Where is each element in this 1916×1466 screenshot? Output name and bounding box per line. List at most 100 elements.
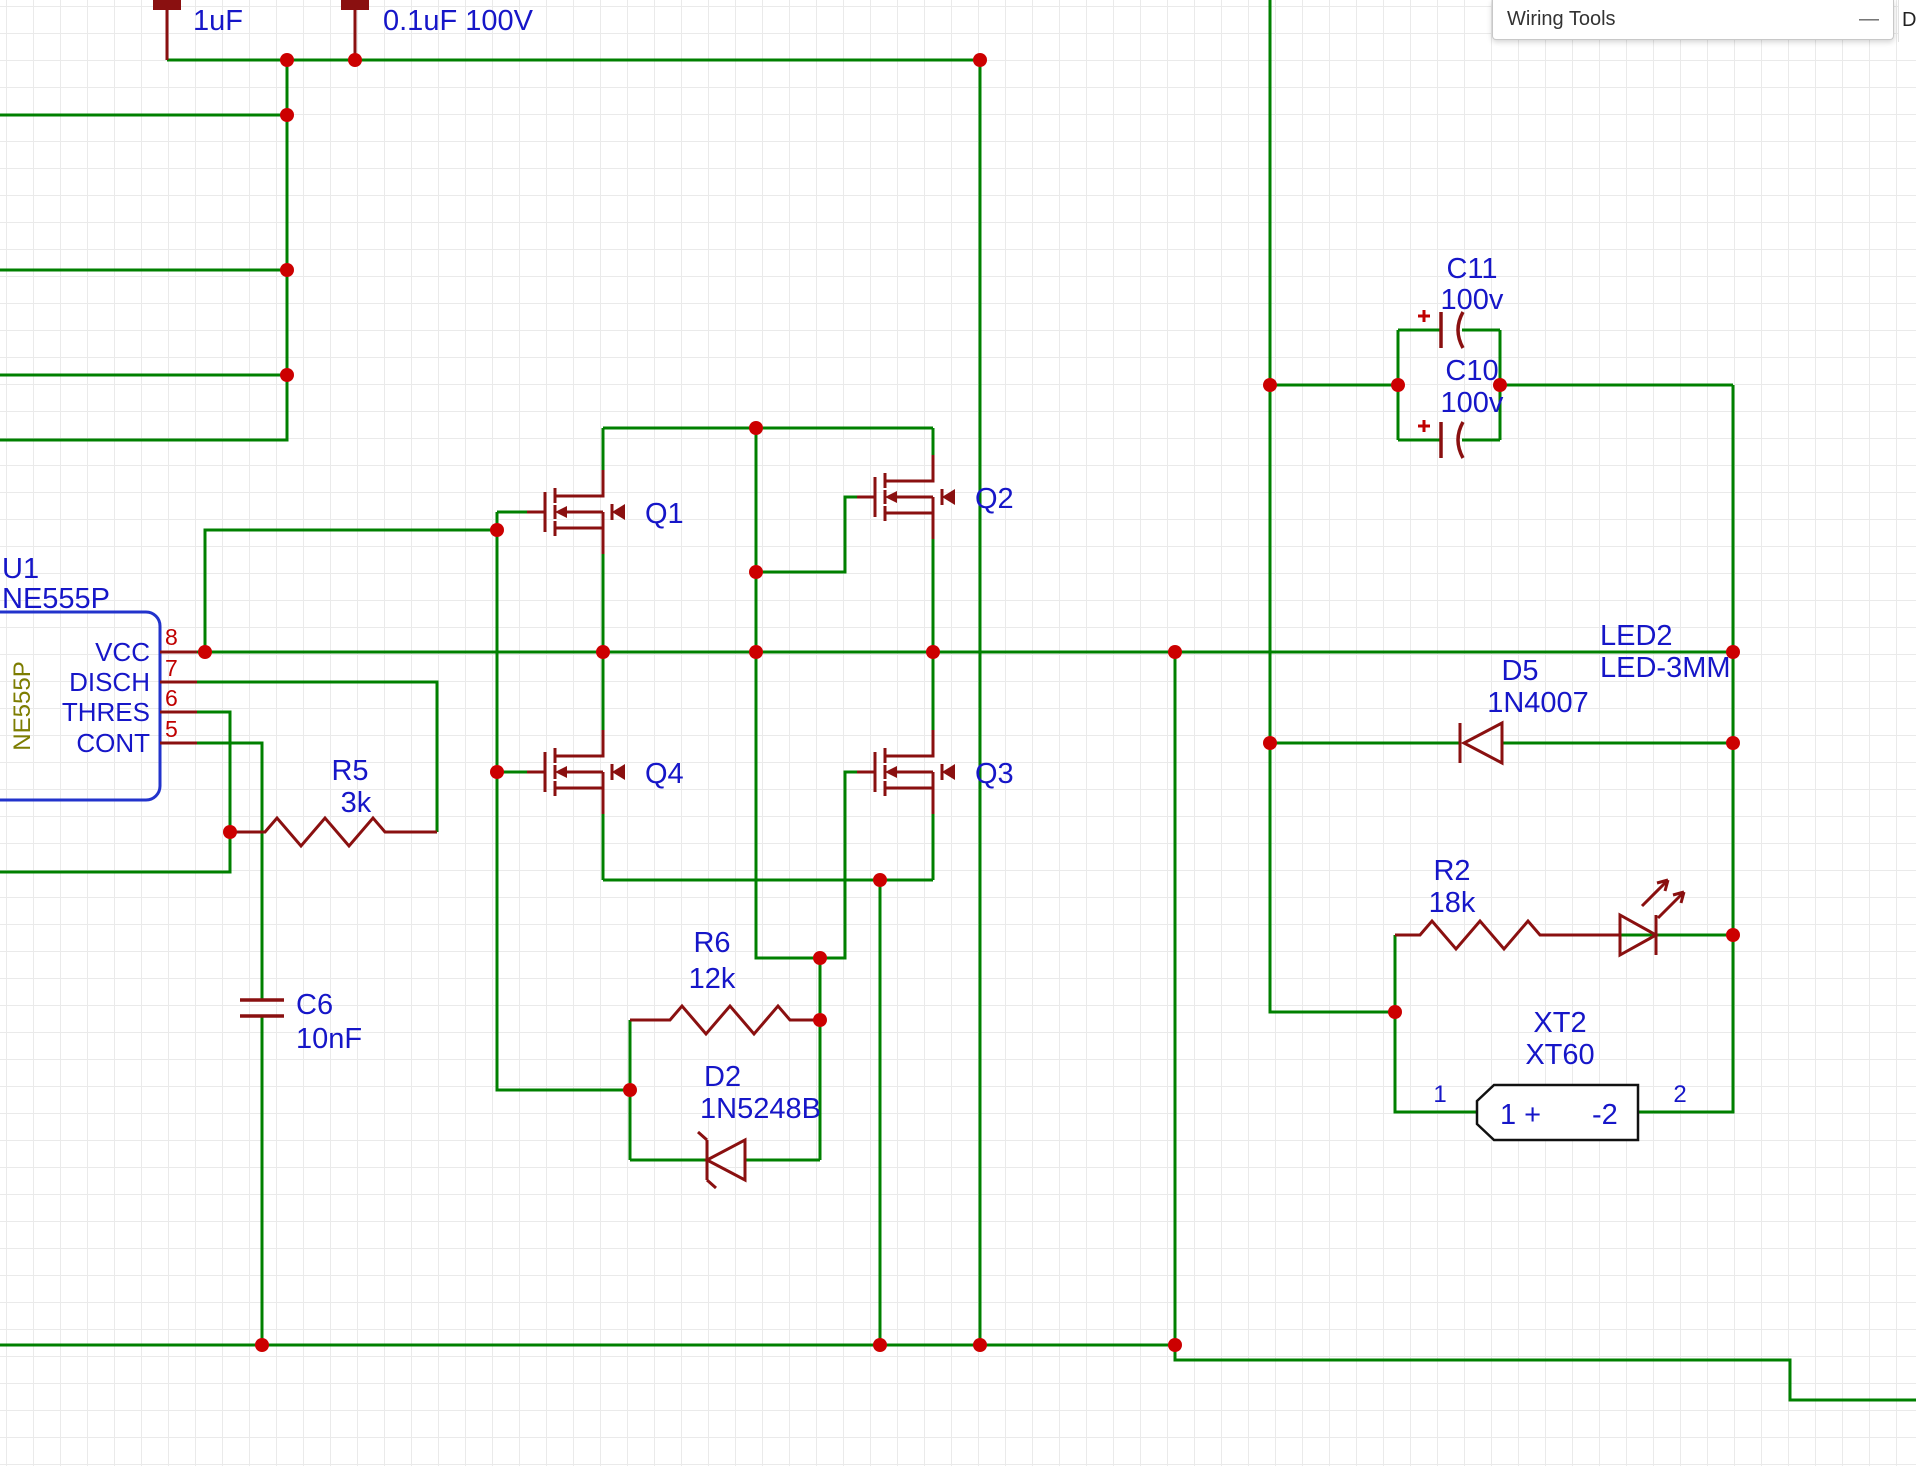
junction-dot: [749, 421, 763, 435]
u1-pin-num-5: 5: [165, 716, 178, 742]
diode-d5[interactable]: [1458, 720, 1504, 766]
r5-value[interactable]: 3k: [341, 787, 372, 819]
r2-value[interactable]: 18k: [1429, 887, 1476, 919]
mosfet-q3[interactable]: [855, 728, 957, 816]
capacitor-c11[interactable]: [1418, 310, 1465, 349]
c11-ref[interactable]: C11: [1446, 253, 1497, 285]
junction-dot: [596, 645, 610, 659]
junction-dot: [490, 523, 504, 537]
junction-dot: [1263, 378, 1277, 392]
junction-dot: [1263, 736, 1277, 750]
junction-dot: [873, 1338, 887, 1352]
ic-u1-ne555p[interactable]: [0, 610, 197, 802]
wire[interactable]: [601, 428, 935, 470]
wire-layer: [0, 0, 1916, 1402]
junction-dot: [1726, 928, 1740, 942]
wire[interactable]: [1393, 935, 1477, 1114]
wiring-tools-panel[interactable]: Wiring Tools —: [1492, 0, 1894, 40]
junction-dot: [223, 825, 237, 839]
wire[interactable]: [495, 512, 630, 1092]
cap-top-2-value[interactable]: 0.1uF 100V: [383, 5, 534, 37]
wire[interactable]: [756, 495, 857, 574]
junction-dot: [1168, 1338, 1182, 1352]
wire[interactable]: [197, 741, 264, 1345]
xt2-inner-left: 1 +: [1500, 1099, 1541, 1131]
cap-top-1-value[interactable]: 1uF: [193, 5, 243, 37]
capacitor-top-2[interactable]: [341, 0, 369, 60]
capacitor-c6[interactable]: [240, 998, 284, 1018]
c11-value[interactable]: 100v: [1441, 284, 1504, 316]
mosfet-q1[interactable]: [525, 468, 627, 556]
wire[interactable]: [1398, 328, 1500, 442]
wire[interactable]: [0, 710, 232, 874]
wire[interactable]: [197, 680, 439, 832]
d2-ref[interactable]: D2: [704, 1061, 741, 1093]
resistor-r5[interactable]: [230, 815, 437, 849]
c10-value[interactable]: 100v: [1441, 387, 1504, 419]
symbol-layer: [0, 0, 1686, 1190]
d2-value[interactable]: 1N5248B: [700, 1093, 821, 1125]
wire[interactable]: [203, 528, 497, 652]
u1-pin-name-disch: DISCH: [69, 667, 150, 697]
junction-dot: [280, 368, 294, 382]
xt2-ref[interactable]: XT2: [1533, 1007, 1586, 1039]
capacitor-c10[interactable]: [1418, 420, 1465, 459]
q3-ref[interactable]: Q3: [975, 758, 1014, 790]
junction-dot: [1168, 645, 1182, 659]
r6-value[interactable]: 12k: [689, 963, 736, 995]
wire[interactable]: [1268, 0, 1395, 1014]
resistor-r6[interactable]: [630, 1003, 820, 1037]
u1-value[interactable]: NE555P: [2, 583, 110, 615]
junction-dot: [1726, 645, 1740, 659]
partial-toolbar-button[interactable]: D: [1898, 0, 1916, 42]
u1-pin-num-7: 7: [165, 655, 178, 681]
resistor-r2[interactable]: [1395, 918, 1620, 952]
wire[interactable]: [1638, 385, 1735, 1114]
junction-dot: [926, 645, 940, 659]
wiring-tools-title: Wiring Tools: [1507, 8, 1616, 30]
u1-pin-num-6: 6: [165, 685, 178, 711]
capacitor-top-1[interactable]: [153, 0, 181, 60]
d5-ref[interactable]: D5: [1501, 655, 1538, 687]
junction-dot: [749, 645, 763, 659]
u1-symbol-text: NE555P: [9, 661, 36, 750]
led2-ref[interactable]: LED2: [1600, 620, 1673, 652]
r5-ref[interactable]: R5: [331, 755, 368, 787]
mosfet-q4[interactable]: [525, 728, 627, 816]
q2-ref[interactable]: Q2: [975, 483, 1014, 515]
q1-ref[interactable]: Q1: [645, 498, 684, 530]
xt2-value[interactable]: XT60: [1525, 1039, 1594, 1071]
u1-pin-num-8: 8: [165, 624, 178, 650]
junction-dot: [255, 1338, 269, 1352]
wire[interactable]: [0, 1343, 1916, 1402]
c6-ref[interactable]: C6: [296, 989, 333, 1021]
u1-pin-name-thres: THRES: [62, 697, 150, 727]
wire[interactable]: [0, 60, 289, 442]
u1-ref[interactable]: U1: [2, 553, 39, 585]
wire[interactable]: [601, 814, 935, 1345]
junction-dot: [1391, 378, 1405, 392]
junction-dot: [813, 1013, 827, 1027]
zener-d2[interactable]: [697, 1130, 747, 1190]
wire[interactable]: [754, 428, 857, 960]
minimize-icon[interactable]: —: [1859, 8, 1879, 30]
r2-ref[interactable]: R2: [1433, 855, 1470, 887]
d5-value[interactable]: 1N4007: [1487, 687, 1589, 719]
c10-ref[interactable]: C10: [1445, 355, 1498, 387]
junction-dot: [1388, 1005, 1402, 1019]
junction-dot: [749, 565, 763, 579]
c6-value[interactable]: 10nF: [296, 1023, 362, 1055]
q4-ref[interactable]: Q4: [645, 758, 684, 790]
connector-xt2[interactable]: [1475, 1083, 1640, 1142]
r6-ref[interactable]: R6: [693, 927, 730, 959]
xt2-pin1-label: 1: [1433, 1081, 1446, 1108]
mosfet-q2[interactable]: [855, 453, 957, 541]
junction-dot: [813, 951, 827, 965]
led-led2[interactable]: [1618, 878, 1686, 958]
led2-value[interactable]: LED-3MM: [1600, 652, 1731, 684]
u1-pin-name-vcc: VCC: [95, 637, 150, 667]
label-layer: 1uF 0.1uF 100V U1 NE555P NE555P VCC DISC…: [2, 5, 1731, 1131]
